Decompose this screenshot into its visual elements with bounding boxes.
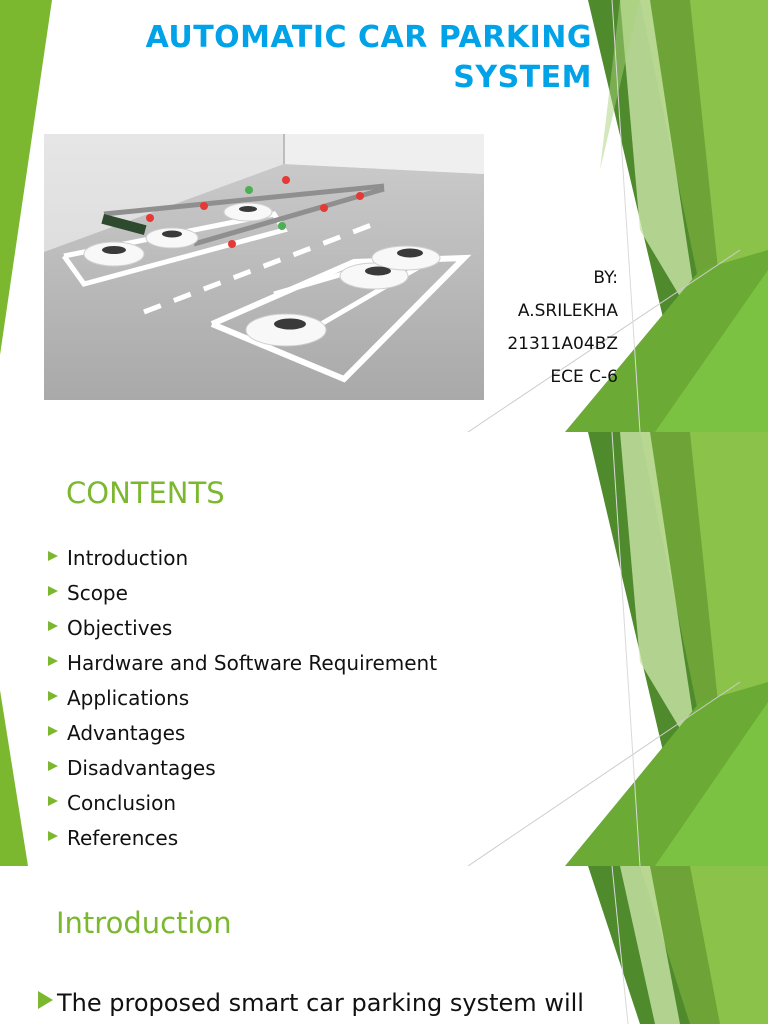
arrow-bullet-icon bbox=[48, 586, 58, 596]
roll-number: 21311A04BZ bbox=[507, 334, 618, 354]
author-info: BY: A.SRILEKHA 21311A04BZ ECE C-6 bbox=[507, 262, 618, 394]
title-line-1: AUTOMATIC CAR PARKING bbox=[145, 20, 592, 55]
contents-item: Advantages bbox=[48, 716, 437, 751]
arrow-bullet-icon bbox=[48, 691, 58, 701]
author-name: A.SRILEKHA bbox=[517, 301, 618, 321]
contents-item: Conclusion bbox=[48, 786, 437, 821]
contents-item: Hardware and Software Requirement bbox=[48, 646, 437, 681]
arrow-bullet-icon bbox=[48, 621, 58, 631]
contents-item-label: Introduction bbox=[67, 546, 189, 570]
contents-item: Applications bbox=[48, 681, 437, 716]
arrow-bullet-icon bbox=[48, 761, 58, 771]
arrow-bullet-icon bbox=[48, 726, 58, 736]
presentation-title: AUTOMATIC CAR PARKING SYSTEM bbox=[60, 18, 592, 98]
contents-item: References bbox=[48, 821, 437, 856]
contents-item-label: Scope bbox=[67, 581, 128, 605]
introduction-heading: Introduction bbox=[56, 906, 232, 940]
title-line-2: SYSTEM bbox=[453, 60, 592, 95]
title-slide: AUTOMATIC CAR PARKING SYSTEM bbox=[0, 0, 768, 432]
arrow-bullet-icon bbox=[38, 991, 53, 1009]
contents-item: Disadvantages bbox=[48, 751, 437, 786]
introduction-text: The proposed smart car parking system wi… bbox=[38, 989, 584, 1024]
green-stripes-decoration bbox=[588, 866, 768, 1024]
parking-lot-image bbox=[44, 134, 484, 400]
contents-item-label: Applications bbox=[67, 686, 190, 710]
contents-item-label: Hardware and Software Requirement bbox=[67, 651, 438, 675]
class-section: ECE C-6 bbox=[550, 367, 618, 387]
arrow-bullet-icon bbox=[48, 831, 58, 841]
contents-item-label: Disadvantages bbox=[67, 756, 216, 780]
contents-item-label: Objectives bbox=[67, 616, 173, 640]
contents-item: Objectives bbox=[48, 611, 437, 646]
introduction-paragraph: The proposed smart car parking system wi… bbox=[38, 986, 638, 1024]
contents-heading: CONTENTS bbox=[66, 476, 225, 510]
arrow-bullet-icon bbox=[48, 656, 58, 666]
green-stripes-decoration bbox=[0, 432, 768, 866]
contents-item-label: References bbox=[67, 826, 179, 850]
contents-item: Introduction bbox=[48, 541, 437, 576]
introduction-slide: Introduction The proposed smart car park… bbox=[0, 866, 768, 1024]
contents-item-label: Conclusion bbox=[67, 791, 176, 815]
arrow-bullet-icon bbox=[48, 551, 58, 561]
green-stripes-decoration bbox=[0, 0, 768, 432]
arrow-bullet-icon bbox=[48, 796, 58, 806]
contents-item-label: Advantages bbox=[67, 721, 186, 745]
by-label: BY: bbox=[593, 268, 618, 288]
contents-item: Scope bbox=[48, 576, 437, 611]
